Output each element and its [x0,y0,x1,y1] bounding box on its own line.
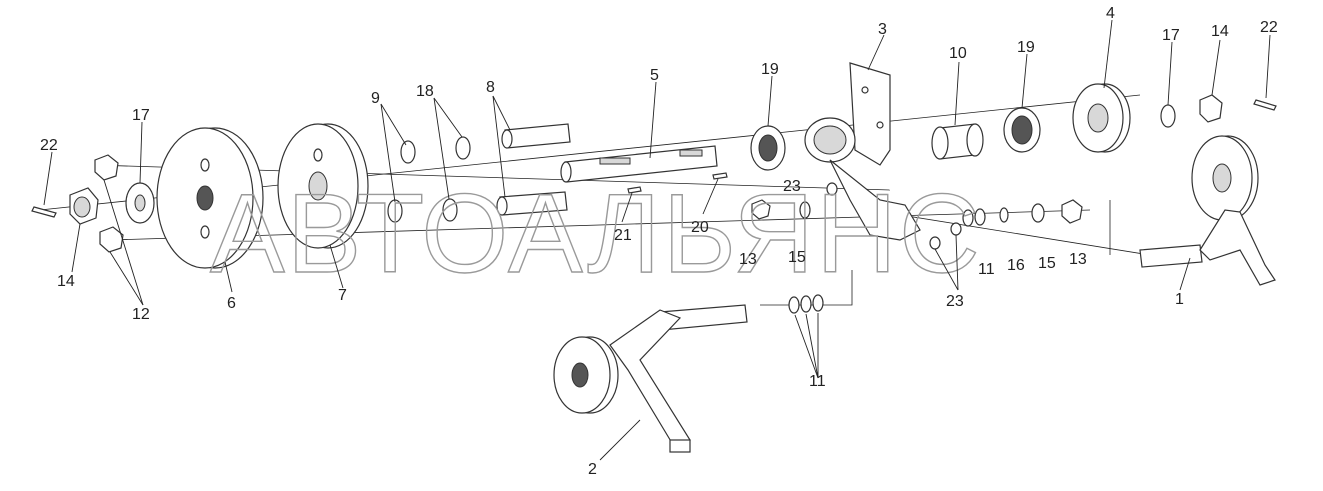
nut-13-right [1061,199,1083,224]
callout-22-right: 22 [1260,19,1278,36]
callout-17-left: 17 [132,107,150,124]
callout-15-left: 15 [788,249,806,266]
callout-7: 7 [338,287,347,304]
callout-12: 12 [132,306,150,323]
callout-23-lower: 23 [946,293,964,310]
callout-14-right: 14 [1211,23,1229,40]
callout-labels: 1 2 3 4 5 6 7 8 9 10 11 11 12 13 13 14 1… [40,5,1278,478]
bolt-8-upper [501,123,571,149]
key-20 [712,172,728,180]
tensioner-arm-2 [553,304,748,453]
callout-6: 6 [227,295,236,312]
shaft-5 [560,145,718,183]
washer-11-row-right [962,208,986,227]
pulley-4 [1072,83,1131,153]
key-21 [627,186,642,194]
callout-19-left: 19 [761,61,779,78]
nut-upper [94,154,119,181]
callout-5: 5 [650,67,659,84]
nut-lower [99,226,124,253]
pulley-7 [277,123,369,249]
callout-17-right: 17 [1162,27,1180,44]
nut-14-right [1199,94,1223,123]
callout-11-upper: 11 [978,261,995,278]
callout-8: 8 [486,79,495,96]
callout-19-right: 19 [1017,39,1035,56]
nut-left [69,187,99,225]
callout-18: 18 [416,83,434,100]
washer-left [125,182,155,224]
nut-13-left [751,199,771,220]
set-screw-23-upper [826,182,838,196]
callout-21: 21 [614,227,632,244]
cotter-pin-right [1253,99,1277,111]
ring-18-lower [442,198,458,222]
bracket-3 [804,62,921,241]
washer-11-lower-group [788,294,824,314]
callout-23-upper: 23 [783,178,801,195]
bearing-19-right [1003,107,1041,153]
bearing-19-left [750,125,786,171]
washer-15-left [799,201,811,219]
bushing-10 [931,123,984,160]
washer-17-right [1160,104,1176,128]
watermark-text: АВТОАЛЬЯНС [210,171,982,296]
callout-13-right: 13 [1069,251,1087,268]
leader-lines [43,19,1271,461]
callout-22-left: 22 [40,137,58,154]
callout-9: 9 [371,90,380,107]
bolt-8-lower [496,191,568,216]
cotter-pin-left [31,206,57,218]
callout-10: 10 [949,45,967,62]
tensioner-arm-1 [1139,135,1276,286]
callout-1: 1 [1175,291,1184,308]
callout-20: 20 [691,219,709,236]
callout-4: 4 [1106,5,1115,22]
callout-2: 2 [588,461,597,478]
pulley-6 [156,127,264,269]
washer-9-upper [400,140,416,164]
washer-15-right [1031,203,1045,223]
callout-15-right: 15 [1038,255,1056,272]
callout-13-left: 13 [739,251,757,268]
callout-14-left: 14 [57,273,75,290]
ring-18-upper [455,136,471,160]
callout-11-lower: 11 [809,373,826,390]
callout-3: 3 [878,21,887,38]
washer-16 [999,207,1009,223]
callout-16: 16 [1007,257,1025,274]
